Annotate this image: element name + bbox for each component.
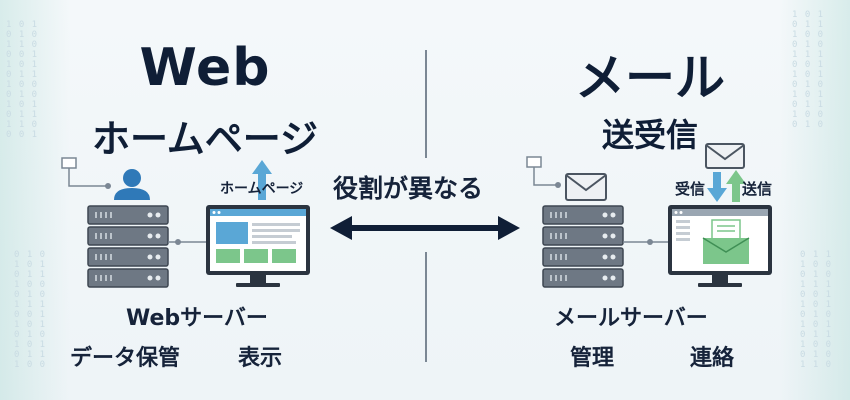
center-label: 役割が異なる [333,174,484,203]
mail-title: メール [575,49,725,107]
monitor-tag-label: ホームページ [220,181,304,197]
mail-caption-contact: 連絡 [690,346,735,371]
envelope-icon [565,173,607,201]
send-label: 送信 [742,180,773,198]
arrow-up-icon-send [726,170,746,202]
user-icon [114,169,150,200]
divider-top [425,50,427,158]
web-title: Web [139,38,271,98]
network-node-icon-right [526,156,561,188]
right-glow [780,0,850,400]
arrow-down-icon [707,172,727,202]
web-subtitle: ホームページ [91,117,319,161]
web-caption-display: 表示 [238,346,283,371]
divider-bottom [425,252,427,362]
receive-label: 受信 [675,180,706,198]
background-code-left-2: 0 1 0 1 0 1 0 1 1 1 0 0 0 1 0 1 1 1 0 0 … [14,250,47,370]
mail-server-label: メールサーバー [554,306,708,331]
connector-line-right [623,239,668,245]
connector-line-left [168,239,206,245]
network-node-icon [61,157,111,189]
envelope-icon-top [705,143,745,169]
left-glow [0,0,70,400]
monitor-icon-right [668,205,772,287]
web-server-label: Webサーバー [126,306,268,331]
background-code-left: 1 0 1 0 1 0 1 1 0 0 0 1 1 0 1 0 1 1 1 0 … [6,20,39,140]
background-code-right-2: 0 1 1 1 0 0 0 1 0 1 1 1 0 0 1 1 0 1 0 1 … [800,250,833,370]
arrow-up-icon [252,160,272,200]
monitor-icon [206,205,310,287]
mail-subtitle: 送受信 [601,116,698,154]
double-arrow-icon [330,216,520,240]
server-icon-right [542,205,624,288]
server-icon [87,205,169,288]
background-code-right: 1 0 1 0 1 1 1 0 0 0 1 0 1 1 1 0 0 1 1 0 … [792,10,825,130]
mail-caption-manage: 管理 [570,346,615,371]
web-caption-storage: データ保管 [70,346,181,371]
